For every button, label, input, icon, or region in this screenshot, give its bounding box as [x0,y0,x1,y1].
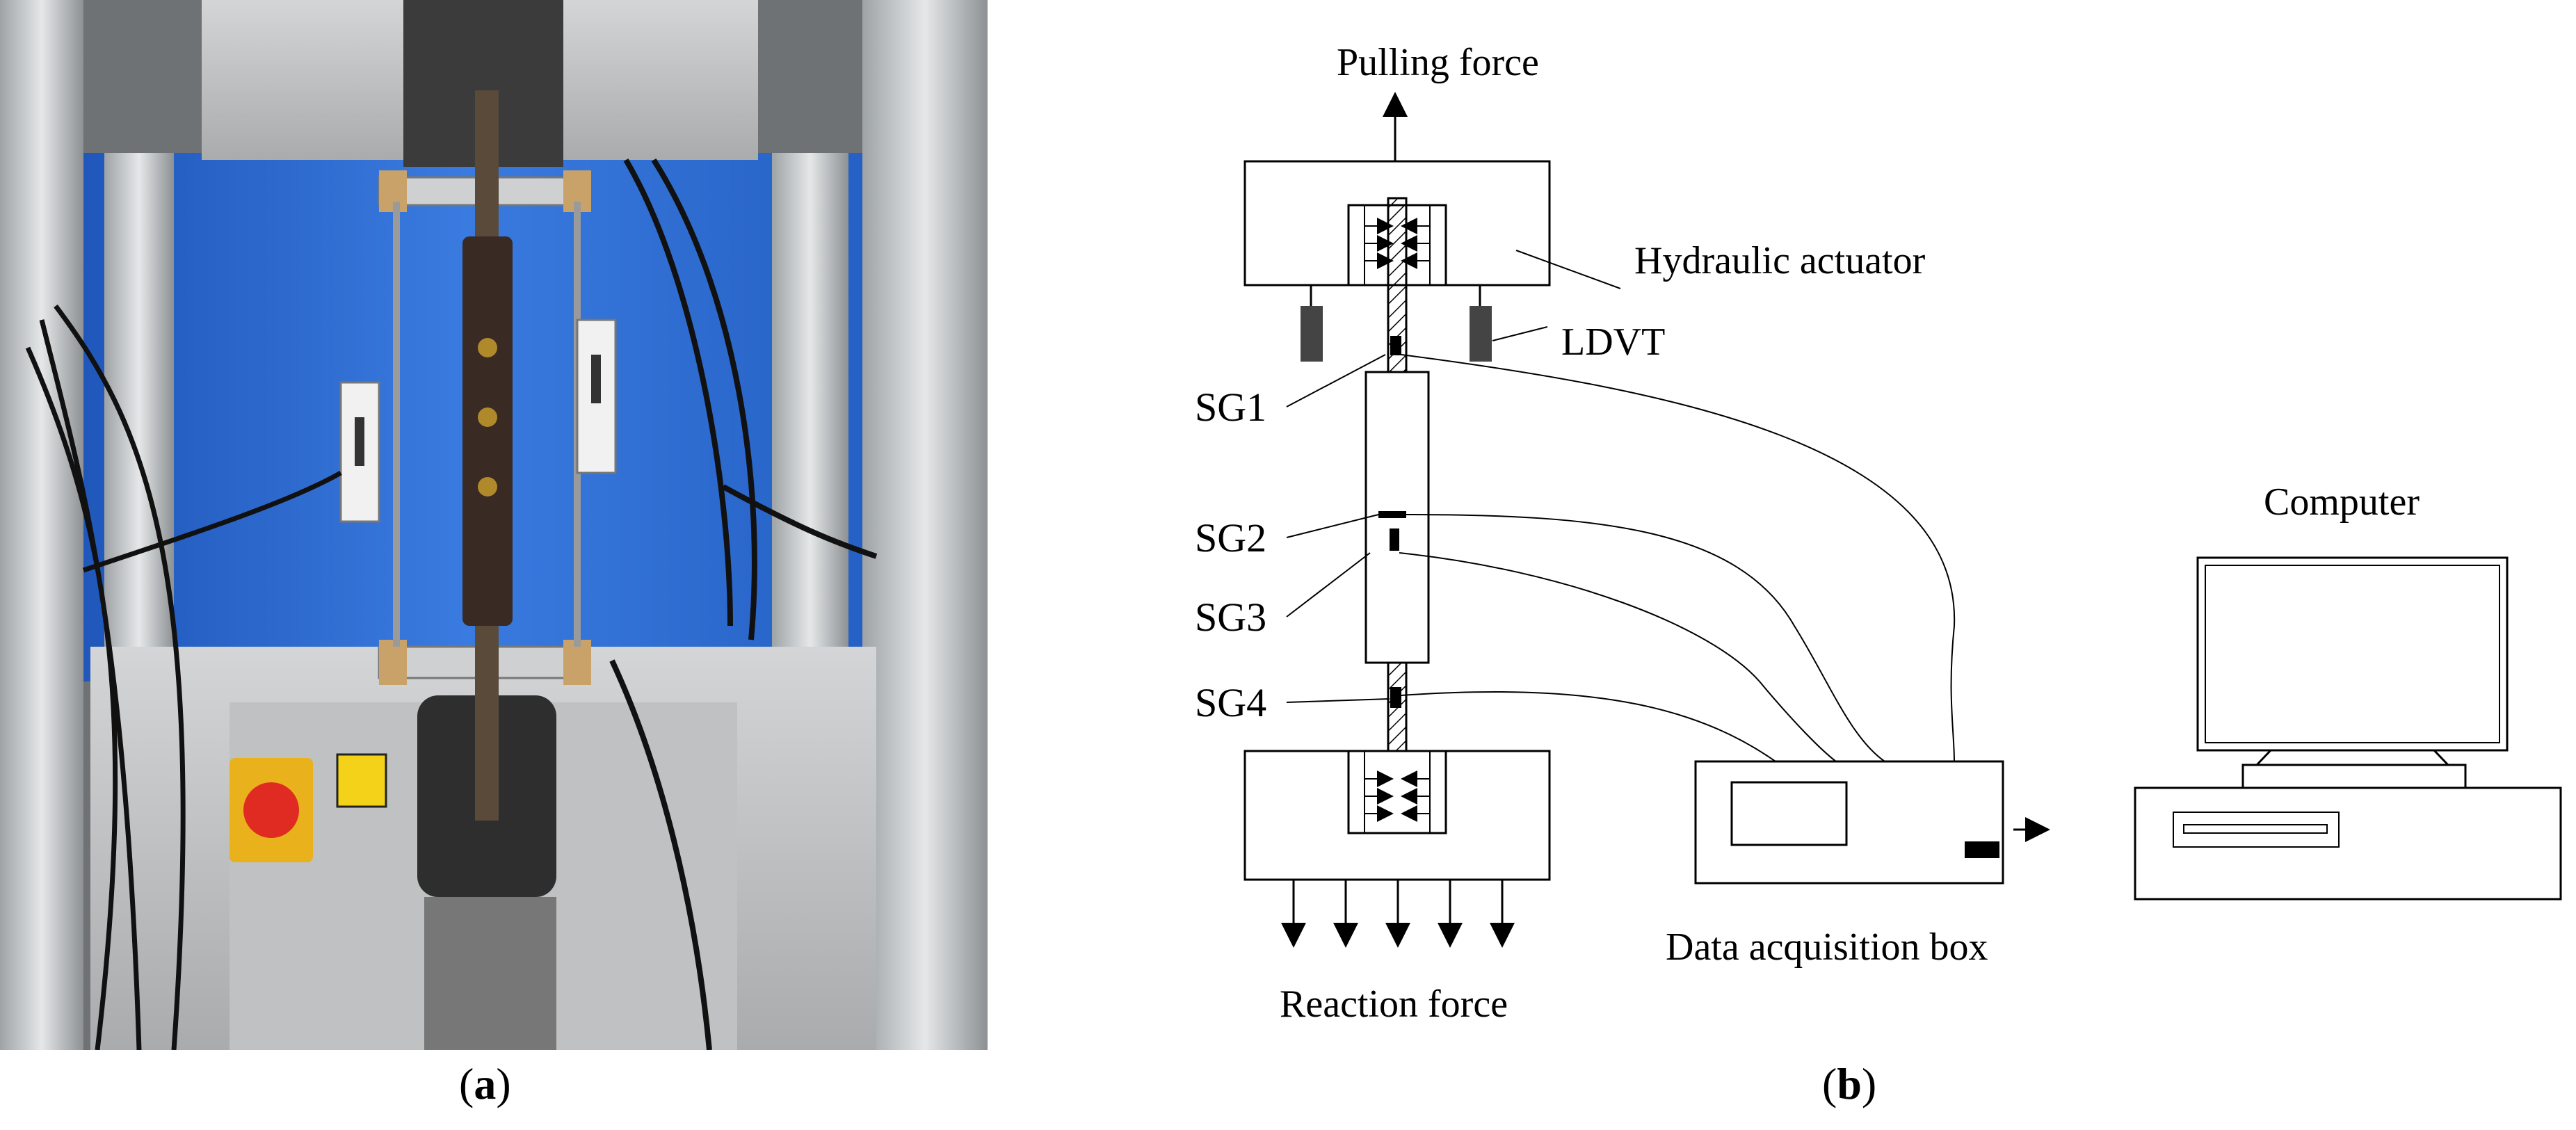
sg3-label: SG3 [1195,595,1266,640]
wire-sg2 [1406,514,1885,762]
sg2-leader [1286,514,1379,538]
ldvt-left [1301,306,1323,362]
computer-label: Computer [2264,481,2420,524]
caption-a-letter: a [474,1059,497,1108]
reaction-force-label: Reaction force [1280,983,1508,1026]
emergency-stop-button [243,782,299,838]
hydraulic-actuator-label: Hydraulic actuator [1634,239,1926,282]
sg3-gauge [1390,528,1399,551]
caption-b: (b) [1822,1059,1877,1108]
sg2-label: SG2 [1195,515,1266,560]
left-column [0,0,83,1050]
computer-stand-base [2241,764,2467,789]
caption-a: (a) [459,1059,511,1108]
wire-sg1 [1401,354,1956,762]
sg1-leader [1286,354,1386,407]
sg1-gauge [1390,336,1401,355]
inner-right-column [772,153,848,709]
panel-b-diagram: Pulling force Hydraulic actuator LDVT [1195,41,2562,1026]
inner-left-column [104,153,174,709]
specimen [462,236,513,626]
daq-indicator [1965,841,1999,858]
data-acquisition-box-label: Data acquisition box [1666,926,1988,969]
wire-sg3 [1399,552,1837,762]
warning-sign [336,753,387,808]
sg4-gauge [1390,687,1401,708]
right-column [862,0,988,1050]
computer-screen [2205,565,2500,743]
computer-drive-slot [2183,824,2328,834]
sg2-gauge [1378,511,1406,518]
computer-stand [2254,749,2451,766]
bottom-grip-slot [1347,750,1447,834]
ldvt-label: LDVT [1561,321,1665,364]
wire-sg4 [1401,691,1781,766]
bottom-grip-opening [424,897,556,1050]
cables-right [609,158,878,1050]
left-guide-rod [393,202,400,647]
daq-display [1730,781,1848,846]
sg1-label: SG1 [1195,385,1266,430]
sg3-leader [1286,552,1371,618]
hydraulic-actuator-leader [1515,250,1621,289]
ldvt-right [1470,306,1492,362]
sg4-leader [1286,698,1390,703]
caption-b-letter: b [1837,1059,1862,1108]
cables-left [25,304,342,1050]
panel-a-photo [0,0,988,1050]
pulling-force-label: Pulling force [1337,41,1539,84]
sg4-label: SG4 [1195,680,1266,725]
ldvt-leader [1492,326,1548,341]
